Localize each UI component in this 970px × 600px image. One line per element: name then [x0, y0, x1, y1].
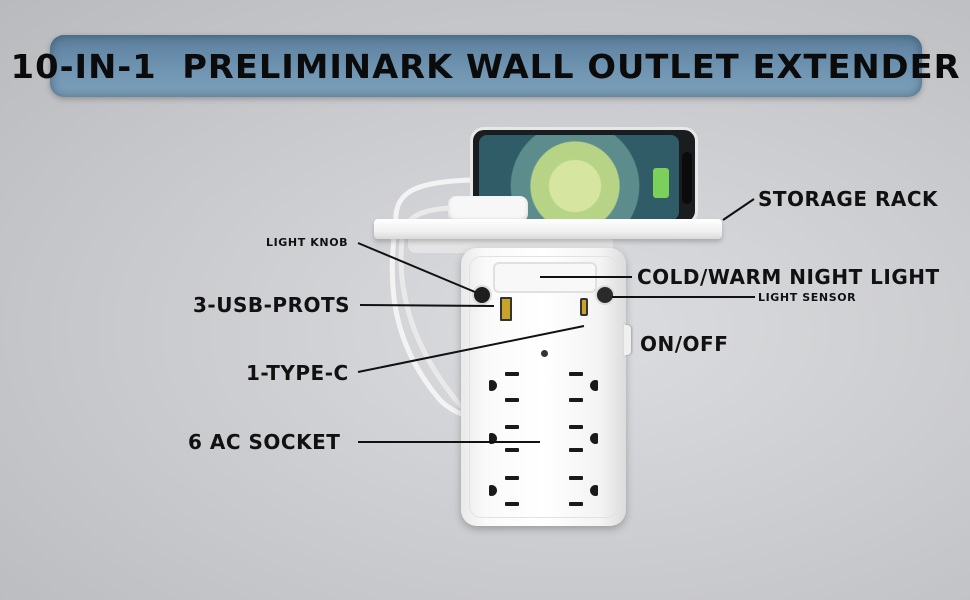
charger-plug: [448, 196, 528, 222]
callout-type-c: 1-TYPE-C: [246, 361, 349, 385]
callout-usb-ports: 3-USB-PROTS: [193, 293, 351, 317]
battery-icon: [653, 168, 669, 198]
power-switch: [624, 325, 631, 355]
light-sensor: [595, 285, 615, 305]
callout-storage-rack: STORAGE RACK: [758, 187, 939, 211]
page-title: 10-IN-1 PRELIMINARK WALL OUTLET EXTENDER: [11, 46, 961, 86]
callout-ac-socket: 6 AC SOCKET: [188, 430, 341, 454]
callout-night-light: COLD/WARM NIGHT LIGHT: [637, 265, 940, 289]
callout-light-sensor: LIGHT SENSOR: [758, 291, 857, 304]
smartphone: [470, 127, 698, 225]
storage-rack-shelf: [374, 219, 722, 239]
phone-notch: [682, 152, 692, 204]
title-banner: 10-IN-1 PRELIMINARK WALL OUTLET EXTENDER: [11, 35, 960, 97]
callout-on-off: ON/OFF: [640, 332, 729, 356]
indicator-dot: [541, 350, 548, 357]
night-light-window: [493, 262, 597, 293]
callout-light-knob: LIGHT KNOB: [266, 236, 349, 249]
type-c-port: [580, 298, 588, 316]
usb-port: [500, 297, 512, 321]
light-knob: [472, 285, 492, 305]
